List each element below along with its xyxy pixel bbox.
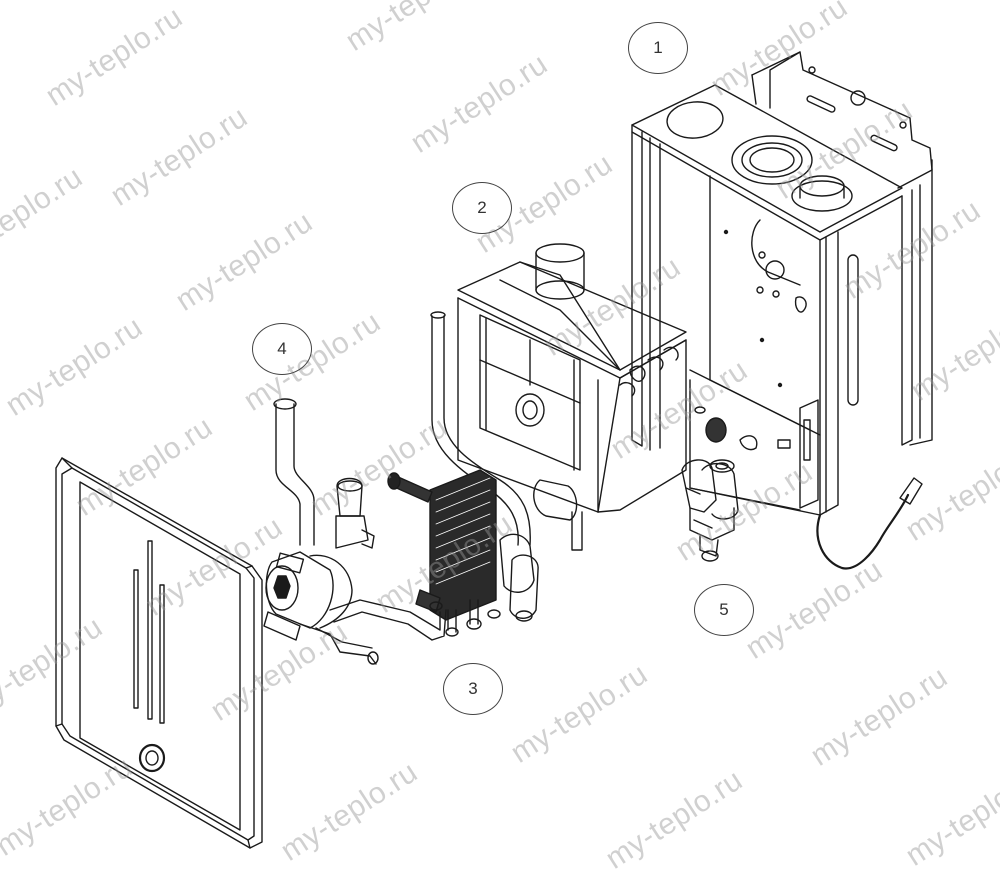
plate-heat-exchanger (387, 311, 539, 637)
callout-3: 3 (443, 663, 503, 715)
callout-4-label: 4 (277, 339, 287, 358)
casing-frame (631, 51, 933, 570)
callout-1-label: 1 (653, 38, 663, 57)
callout-5-label: 5 (719, 600, 729, 619)
callout-2: 2 (452, 182, 512, 234)
callout-2-label: 2 (477, 198, 487, 217)
callout-1: 1 (628, 22, 688, 74)
combustion-chamber (457, 243, 687, 551)
front-panel (55, 457, 263, 849)
callout-4: 4 (252, 323, 312, 375)
callout-3-label: 3 (468, 679, 478, 698)
gas-valve (681, 459, 739, 562)
callout-5: 5 (694, 584, 754, 636)
circulation-pump-group (263, 398, 447, 665)
